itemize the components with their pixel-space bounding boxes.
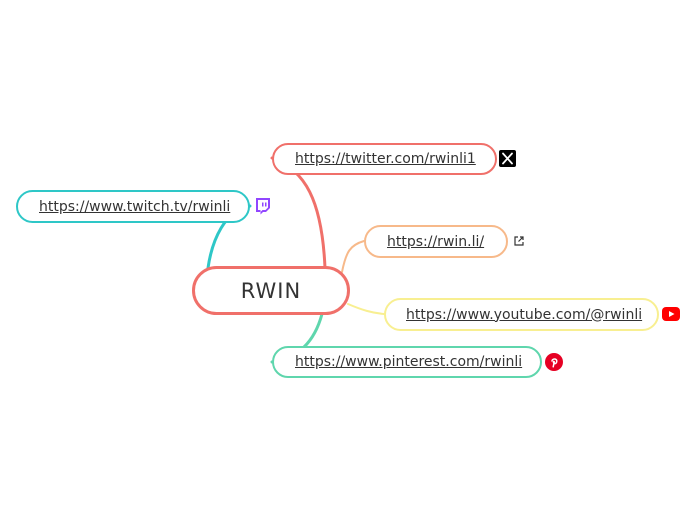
pinterest-link[interactable]: https://www.pinterest.com/rwinli: [295, 354, 523, 370]
youtube-link[interactable]: https://www.youtube.com/@rwinli: [406, 306, 643, 323]
pinterest-icon[interactable]: [545, 353, 563, 371]
connector-youtube: [347, 303, 385, 315]
twitch-link[interactable]: https://www.twitch.tv/rwinli: [39, 198, 231, 215]
node-youtube[interactable]: https://www.youtube.com/@rwinli: [384, 298, 659, 331]
node-twitter[interactable]: https://twitter.com/rwinli1: [272, 143, 497, 175]
node-pinterest[interactable]: https://www.pinterest.com/rwinli: [272, 346, 542, 378]
connector-rwinli: [341, 240, 365, 273]
rwinli-link[interactable]: https://rwin.li/: [387, 233, 485, 250]
central-topic[interactable]: RWIN: [192, 266, 350, 315]
x-logo-icon[interactable]: [499, 150, 516, 167]
twitter-link[interactable]: https://twitter.com/rwinli1: [295, 151, 476, 167]
node-twitch[interactable]: https://www.twitch.tv/rwinli: [16, 190, 250, 223]
node-rwinli[interactable]: https://rwin.li/: [364, 225, 508, 258]
external-link-icon[interactable]: [513, 235, 525, 247]
youtube-icon[interactable]: [662, 307, 680, 321]
central-topic-label: RWIN: [240, 278, 302, 303]
twitch-icon[interactable]: [254, 197, 272, 215]
